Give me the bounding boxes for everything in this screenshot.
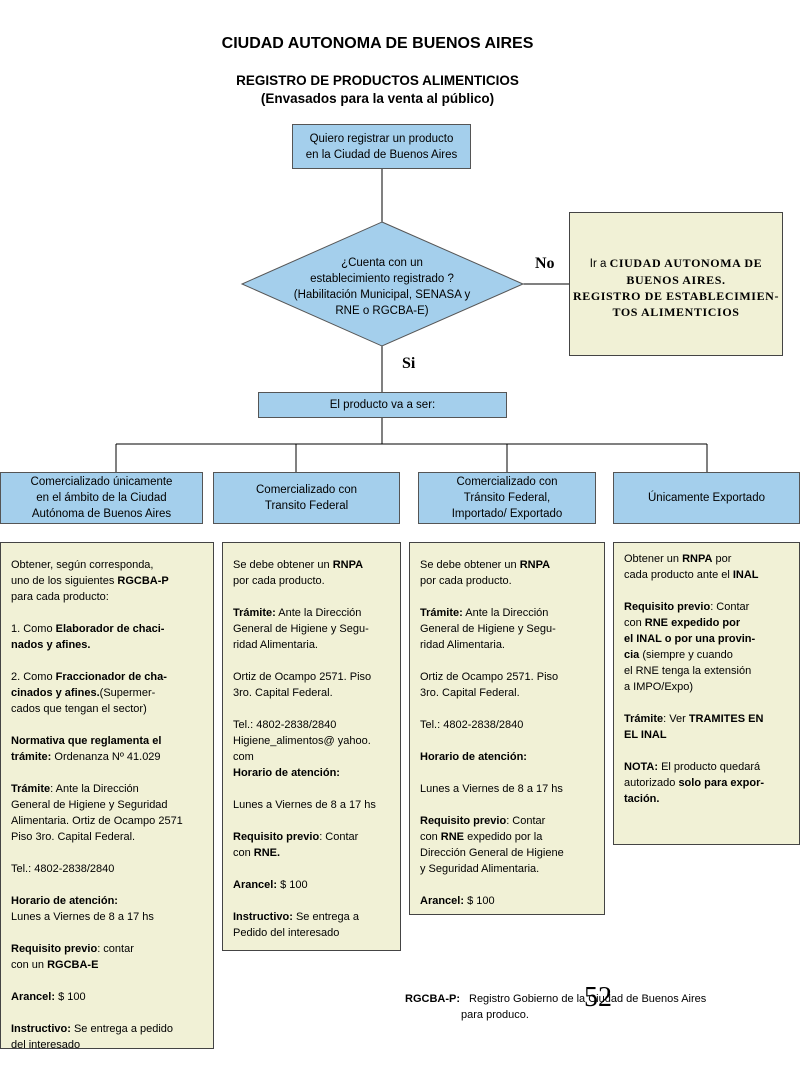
si-label: Si bbox=[402, 355, 416, 372]
tramite-label: Trámite bbox=[11, 783, 51, 795]
arancel-value: $ 100 bbox=[464, 895, 495, 907]
tramite-label: Trámite: bbox=[233, 607, 276, 619]
text-bold: RNPA bbox=[682, 553, 713, 565]
footer-definition: Registro Gobierno de la Ciudad de Buenos… bbox=[469, 993, 707, 1005]
nota-bold: solo para expor- tación. bbox=[624, 777, 765, 805]
page-number: 52 bbox=[584, 982, 612, 1013]
requisito-bold: RNE. bbox=[253, 847, 281, 859]
instructivo-label: Instructivo: bbox=[233, 911, 293, 923]
nota-label: NOTA: bbox=[624, 761, 659, 773]
requisito-value: : Contar con bbox=[420, 815, 546, 843]
horario-label: Horario de atención: bbox=[233, 767, 340, 779]
horario-value: Lunes a Viernes de 8 a 17 hs bbox=[11, 911, 154, 923]
start-box: Quiero registrar un producto en la Ciuda… bbox=[292, 124, 471, 169]
text-bold: RNPA bbox=[519, 559, 551, 571]
tramite-label: Trámite: bbox=[420, 607, 463, 619]
requisito-label: Requisito previo bbox=[233, 831, 320, 843]
requisito-detail: expedido por la Dirección General de Hig… bbox=[420, 831, 564, 875]
tramite-value: Ante la Dirección General de Higiene y S… bbox=[420, 607, 556, 651]
requisito-detail: (siempre y cuando el RNE tenga la extens… bbox=[624, 649, 752, 693]
text-bold: RGCBA-P bbox=[117, 575, 169, 587]
normativa-value: Ordenanza Nº 41.029 bbox=[51, 751, 161, 763]
instructivo-label: Instructivo: bbox=[11, 1023, 71, 1035]
details-federal: Se debe obtener un RNPA por cada product… bbox=[222, 542, 401, 951]
telephone: Tel.: 4802-2838/2840 bbox=[420, 719, 524, 731]
footer-definition-line2: para produco. bbox=[461, 1009, 529, 1021]
text-bold: RNPA bbox=[332, 559, 364, 571]
category-box-local: Comercializado únicamente en el ámbito d… bbox=[0, 472, 203, 524]
horario-label: Horario de atención: bbox=[11, 895, 118, 907]
decision-question: ¿Cuenta con un establecimiento registrad… bbox=[293, 257, 471, 317]
requisito-value: : Contar con bbox=[624, 601, 750, 629]
horario-value: Lunes a Viernes de 8 a 17 hs bbox=[233, 799, 376, 811]
arancel-label: Arancel: bbox=[11, 991, 56, 1003]
arancel-label: Arancel: bbox=[420, 895, 465, 907]
text-bold: INAL bbox=[732, 569, 759, 581]
normativa-label: Normativa que reglamenta el trámite: bbox=[11, 735, 162, 763]
telephone: Tel.: 4802-2838/2840 Higiene_alimentos@ … bbox=[233, 719, 371, 763]
text: Obtener un bbox=[624, 553, 683, 565]
instructivo-value: Se entrega a Pedido del interesado bbox=[233, 911, 359, 939]
text: Obtener, según corresponda, uno de los s… bbox=[11, 559, 154, 587]
category-box-federal: Comercializado con Transito Federal bbox=[213, 472, 400, 524]
details-import-export: Se debe obtener un RNPA por cada product… bbox=[409, 542, 605, 915]
no-destination-box: Ir a CIUDAD AUTONOMA DE BUENOS AIRES. RE… bbox=[569, 212, 783, 356]
list-item-2-note: (Supermer- cados que tengan el sector) bbox=[11, 687, 156, 715]
horario-value: Lunes a Viernes de 8 a 17 hs bbox=[420, 783, 563, 795]
page-subtitle-detail: (Envasados para la venta al público) bbox=[260, 91, 495, 106]
product-box: El producto va a ser: bbox=[258, 392, 507, 418]
list-item-1: 1. Como bbox=[11, 623, 56, 635]
list-item-1-bold: Elaborador de chaci- nados y afines. bbox=[11, 623, 165, 651]
requisito-bold: RNE bbox=[440, 831, 465, 843]
arancel-label: Arancel: bbox=[233, 879, 278, 891]
footer-abbreviation: RGCBA-P: bbox=[405, 993, 460, 1005]
tramite-value: Ante la Dirección General de Higiene y S… bbox=[233, 607, 369, 651]
requisito-label: Requisito previo bbox=[420, 815, 507, 827]
requisito-label: Requisito previo bbox=[624, 601, 711, 613]
text: por cada producto. bbox=[233, 575, 325, 587]
horario-label: Horario de atención: bbox=[420, 751, 527, 763]
details-local: Obtener, según corresponda, uno de los s… bbox=[0, 542, 214, 1051]
instructivo-value: Se entrega a pedido del interesado bbox=[11, 1023, 174, 1051]
tramite-label: Trámite bbox=[624, 713, 664, 725]
requisito-value: : Contar con bbox=[233, 831, 359, 859]
no-destination-text: CIUDAD AUTONOMA DE BUENOS AIRES. REGISTR… bbox=[572, 256, 780, 319]
address: Ortiz de Ocampo 2571. Piso 3ro. Capital … bbox=[233, 671, 372, 699]
details-export-only: Obtener un RNPA por cada producto ante e… bbox=[613, 542, 800, 845]
text: por cada producto. bbox=[420, 575, 512, 587]
arancel-value: $ 100 bbox=[55, 991, 86, 1003]
requisito-label: Requisito previo bbox=[11, 943, 98, 955]
list-item-2-bold: Fraccionador de cha- cinados y afines. bbox=[11, 671, 167, 699]
no-label: No bbox=[535, 255, 555, 272]
category-box-export-only: Únicamente Exportado bbox=[613, 472, 800, 524]
requisito-value: : contar con un bbox=[11, 943, 134, 971]
nota-value: El producto quedará autorizado bbox=[624, 761, 761, 789]
text: Se debe obtener un bbox=[233, 559, 333, 571]
page-title: CIUDAD AUTONOMA DE BUENOS AIRES bbox=[221, 35, 534, 52]
text: Se debe obtener un bbox=[420, 559, 520, 571]
tramite-value: : Ver bbox=[663, 713, 689, 725]
tramite-value: : Ante la Dirección General de Higiene y… bbox=[11, 783, 183, 843]
page-subtitle: REGISTRO DE PRODUCTOS ALIMENTICIOS bbox=[236, 73, 519, 88]
telephone: Tel.: 4802-2838/2840 bbox=[11, 863, 115, 875]
arancel-value: $ 100 bbox=[277, 879, 308, 891]
requisito-bold: RGCBA-E bbox=[47, 959, 99, 971]
address: Ortiz de Ocampo 2571. Piso 3ro. Capital … bbox=[420, 671, 559, 699]
text: por cada producto ante el bbox=[624, 553, 732, 581]
requisito-bold: RNE expedido por el INAL o por una provi… bbox=[624, 617, 756, 661]
list-item-2: 2. Como bbox=[11, 671, 56, 683]
text: para cada producto: bbox=[11, 591, 109, 603]
tramite-bold: TRAMITES EN EL INAL bbox=[624, 713, 764, 741]
decision-diamond bbox=[240, 221, 525, 347]
category-box-import-export: Comercializado con Tránsito Federal, Imp… bbox=[418, 472, 596, 524]
no-destination-prefix: Ir a bbox=[589, 258, 610, 270]
